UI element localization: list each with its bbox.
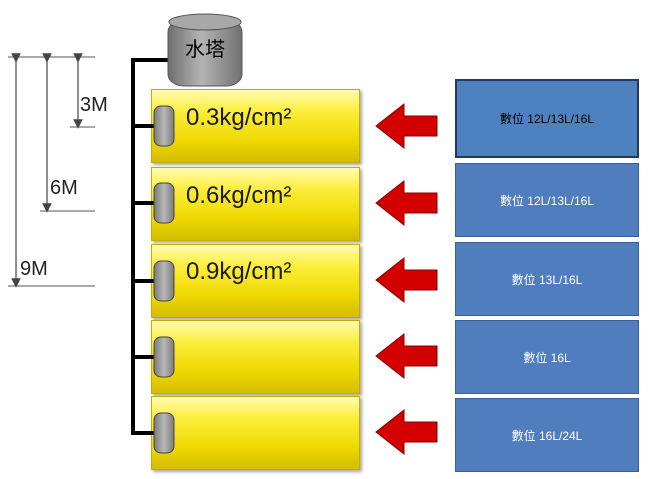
pressure-label-floor-3: 0.9kg/cm² bbox=[186, 258, 292, 285]
info-box-floor-1: 數位 12L/13L/16L bbox=[455, 79, 639, 158]
valve-icon-floor-4 bbox=[153, 336, 175, 378]
info-box-floor-5: 數位 16L/24L bbox=[455, 398, 639, 472]
main-pipe bbox=[131, 58, 168, 433]
water-tank-label: 水塔 bbox=[185, 39, 225, 61]
height-label-6m: 6M bbox=[50, 177, 78, 199]
floor-4 bbox=[151, 320, 360, 394]
red-arrow-icon-3 bbox=[375, 256, 438, 304]
info-box-floor-2: 數位 12L/13L/16L bbox=[455, 163, 639, 237]
floor-5 bbox=[151, 396, 360, 470]
floor-3 bbox=[151, 244, 360, 318]
info-box-floor-3: 數位 13L/16L bbox=[455, 242, 639, 316]
red-arrow-icon-4 bbox=[375, 332, 438, 380]
red-arrow-icon-5 bbox=[375, 408, 438, 456]
valve-icon-floor-1 bbox=[153, 105, 175, 147]
valve-icon-floor-2 bbox=[153, 182, 175, 224]
pressure-label-floor-1: 0.3kg/cm² bbox=[186, 104, 292, 131]
valve-icon-floor-3 bbox=[153, 260, 175, 302]
valve-icon-floor-5 bbox=[153, 412, 175, 454]
info-box-floor-4: 數位 16L bbox=[455, 320, 639, 394]
height-label-3m: 3M bbox=[80, 94, 108, 116]
floor-2 bbox=[151, 167, 360, 241]
red-arrow-icon-1 bbox=[375, 102, 438, 150]
height-label-9m: 9M bbox=[20, 258, 48, 280]
floor-1 bbox=[151, 89, 360, 163]
water-tank-icon bbox=[167, 13, 243, 87]
red-arrow-icon-2 bbox=[375, 179, 438, 227]
pressure-label-floor-2: 0.6kg/cm² bbox=[186, 182, 292, 209]
